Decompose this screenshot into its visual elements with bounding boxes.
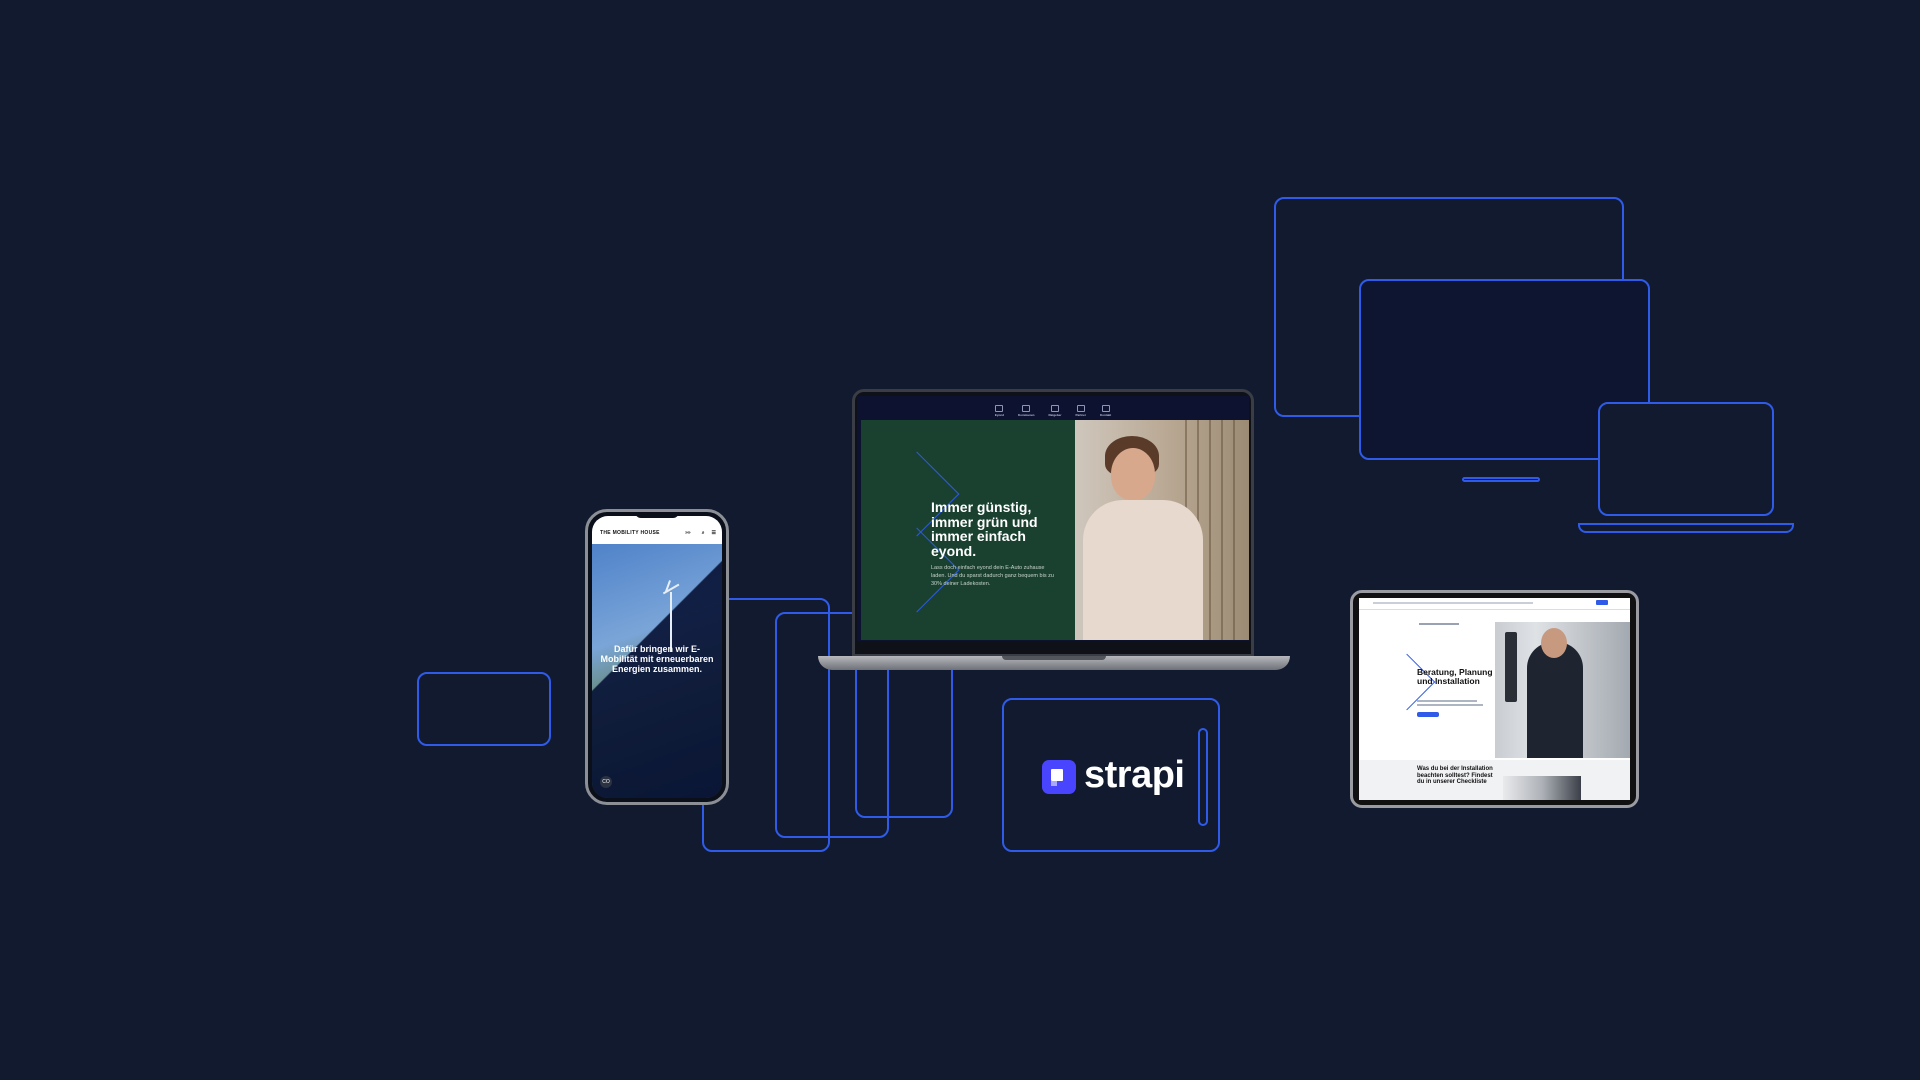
person-head <box>1541 628 1567 658</box>
tablet-checklist-image <box>1503 776 1581 800</box>
outline-laptop-screen <box>1598 402 1774 516</box>
phone-brand: THE MOBILITY HOUSE <box>600 530 660 536</box>
phone-hero-image: Dafür bringen wir E-Mobilität mit erneue… <box>592 544 722 798</box>
tablet-headline: Beratung, Planung und Installation <box>1417 667 1493 686</box>
menu-icon[interactable]: ☰ <box>711 530 716 536</box>
tablet-hero-photo <box>1495 622 1630 758</box>
laptop-nav-item[interactable]: Ratgeber <box>1048 405 1062 417</box>
tablet-nav-button[interactable] <box>1596 600 1608 605</box>
outline-rect-left <box>417 672 551 746</box>
tablet-breadcrumb[interactable] <box>1419 623 1459 625</box>
wallbox-charger <box>1505 632 1517 702</box>
laptop-headline: Immer günstig, immer grün und immer einf… <box>931 499 1038 559</box>
laptop-hero-photo <box>1075 420 1249 640</box>
co2-badge-icon: CO <box>600 776 612 788</box>
wind-turbine-icon <box>670 592 672 652</box>
laptop-nav-item[interactable]: Kommunen <box>1018 405 1034 417</box>
phone-notch <box>635 512 679 518</box>
tablet-nav-bar <box>1359 598 1630 610</box>
phone-nav-bar: THE MOBILITY HOUSE »» ⌕ ☰ <box>592 516 722 544</box>
tablet-body-line <box>1417 704 1483 706</box>
person-figure <box>1527 642 1583 758</box>
outline-rect-center-2 <box>775 612 889 838</box>
tablet-cta-button[interactable] <box>1417 712 1439 717</box>
tablet-body-line <box>1417 700 1477 702</box>
nav-item-icon <box>995 405 1004 412</box>
laptop-base-notch <box>1002 656 1106 660</box>
nav-item-icon <box>1022 405 1031 412</box>
laptop-nav-item[interactable]: Kontakt <box>1100 405 1111 417</box>
strapi-logo-icon <box>1042 760 1076 794</box>
laptop-nav-bar: Eyond Kommunen Ratgeber Partner Kontakt <box>857 396 1249 420</box>
search-icon[interactable]: ⌕ <box>701 530 705 536</box>
outline-laptop-base <box>1578 523 1794 533</box>
tablet-bottom-section <box>1359 760 1630 800</box>
nav-item-icon <box>1101 405 1110 412</box>
chevrons-icon: »» <box>685 530 691 536</box>
phone-headline: Dafür bringen wir E-Mobilität mit erneue… <box>600 644 714 674</box>
person-figure <box>1083 500 1203 640</box>
tablet-checklist-text: Was du bei der Installation beachten sol… <box>1417 766 1493 785</box>
person-head <box>1111 448 1155 500</box>
laptop-body-text: Lass doch einfach eyond dein E-Auto zuha… <box>931 565 1054 587</box>
strapi-scrollbar-shape <box>1198 728 1208 826</box>
tablet-nav-links[interactable] <box>1373 602 1533 604</box>
strapi-card: strapi <box>1002 698 1220 852</box>
laptop-nav-item[interactable]: Partner <box>1076 405 1086 417</box>
phone-screen: THE MOBILITY HOUSE »» ⌕ ☰ Dafür bringen … <box>592 516 722 798</box>
nav-item-icon <box>1050 405 1059 412</box>
laptop-nav-item[interactable]: Eyond <box>995 405 1004 417</box>
tablet-screen: Beratung, Planung und Installation Was d… <box>1359 598 1630 800</box>
laptop-base <box>818 656 1290 670</box>
phone-mockup: THE MOBILITY HOUSE »» ⌕ ☰ Dafür bringen … <box>585 509 729 805</box>
outline-monitor-stand <box>1462 477 1540 482</box>
laptop-hero-panel: Immer günstig, immer grün und immer einf… <box>861 420 1075 640</box>
nav-item-icon <box>1076 405 1085 412</box>
strapi-wordmark: strapi <box>1084 754 1185 796</box>
laptop-screen: Eyond Kommunen Ratgeber Partner Kontakt … <box>857 396 1249 641</box>
